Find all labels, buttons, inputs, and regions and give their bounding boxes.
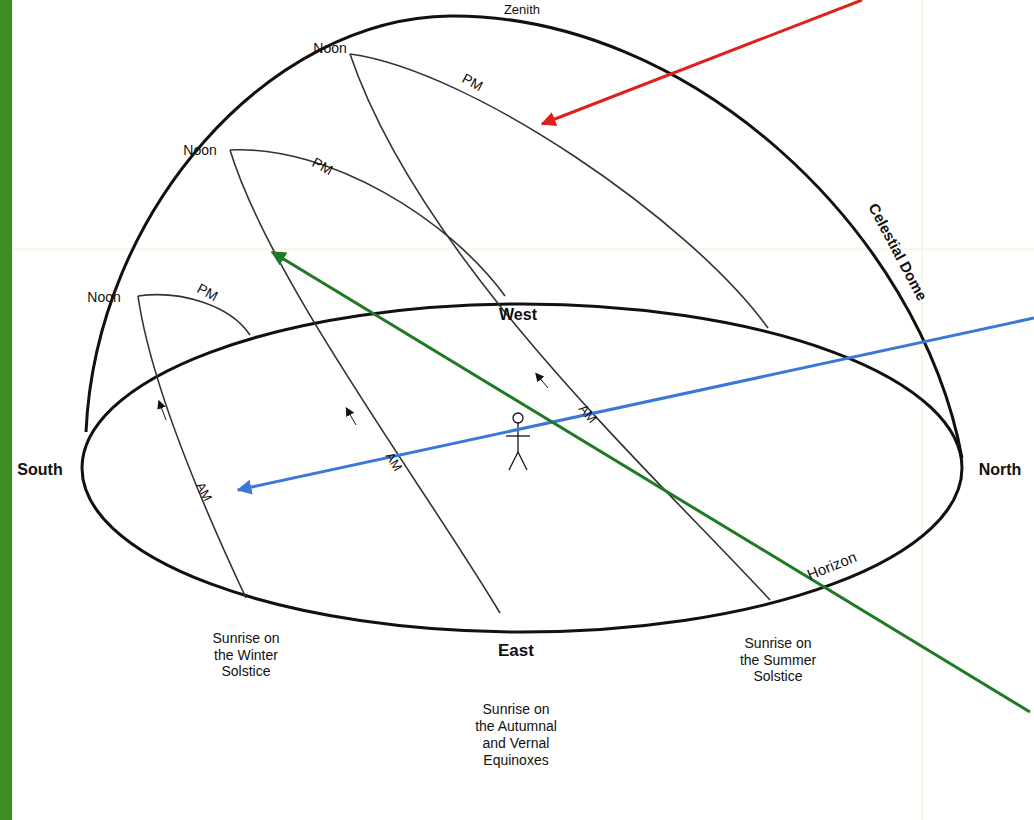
label: Horizon [805,548,860,584]
guide-line [12,249,1034,250]
label: AM [193,480,216,505]
label: North [979,460,1022,479]
dome-outline [86,16,962,458]
direction-arrow [348,411,356,425]
label: Sunrise on the Summer Solstice [738,635,818,685]
label: Noon [313,40,346,57]
label: Noon [183,142,216,159]
label: South [17,460,62,479]
label: Zenith [504,2,540,18]
pointer-arrow [542,0,862,124]
sun-path [350,54,770,600]
label: PM [309,154,335,179]
guide-line [922,0,923,820]
label: East [498,641,534,661]
label: AM [576,402,600,427]
pointer-arrow [272,252,1030,712]
label: Sunrise on the Autumnal and Vernal Equin… [471,701,561,768]
sun-path [230,150,505,296]
sun-path [350,54,768,328]
sun-path [138,295,250,335]
side-bar [0,0,12,820]
horizon-ellipse [82,304,962,632]
label: Sunrise on the Winter Solstice [206,630,286,680]
label: PM [459,70,485,95]
label: West [499,305,537,324]
pointer-arrow [238,318,1034,490]
label: Noon [87,289,120,306]
direction-arrow [160,404,166,420]
observer-figure [506,413,530,470]
direction-arrow [538,376,548,388]
sun-path [138,296,246,598]
label: Celestial Dome [865,200,931,303]
sun-path [230,150,500,613]
